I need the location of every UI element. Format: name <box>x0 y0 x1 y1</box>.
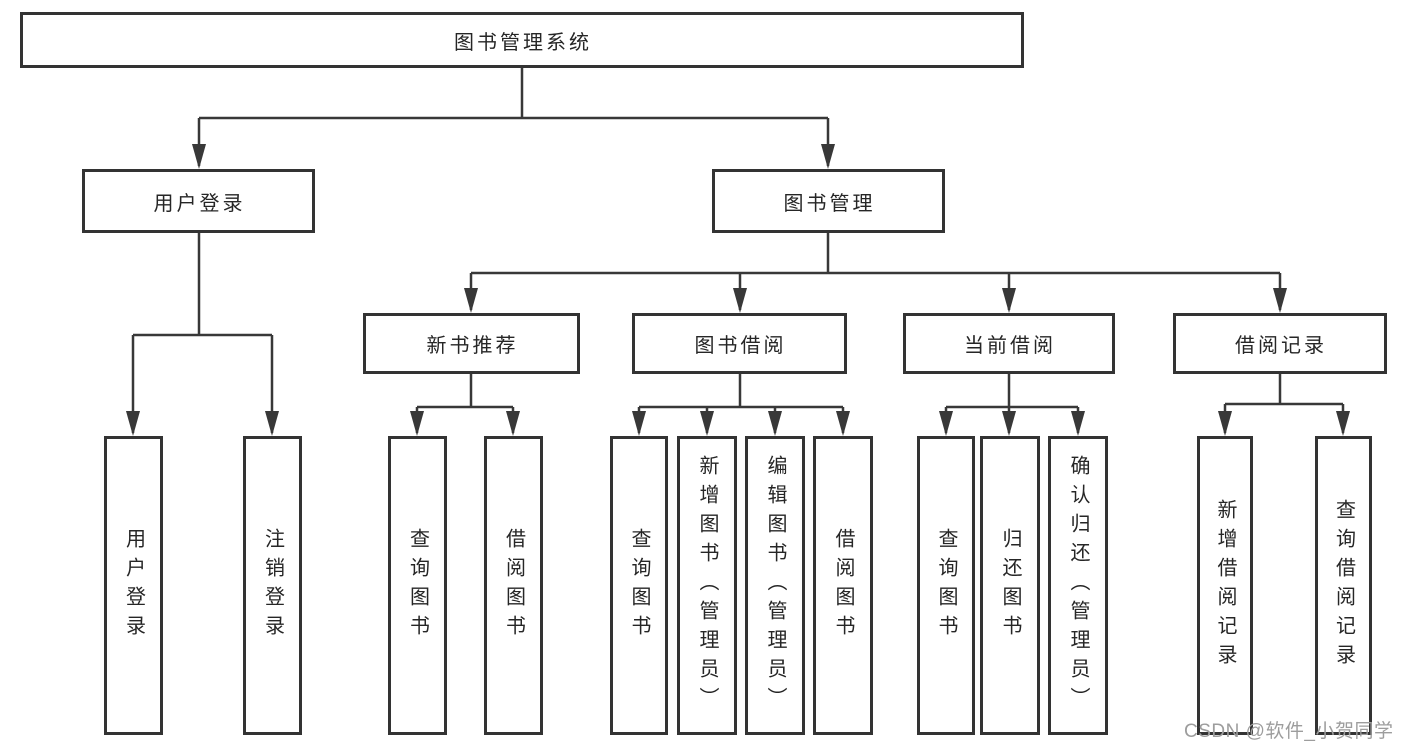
leaf-current-return-books: 归还图书 <box>980 436 1040 735</box>
node-label: 归还图书 <box>999 527 1021 644</box>
node-label: 图书管理 <box>783 192 876 215</box>
node-label: 查询图书 <box>406 527 429 644</box>
node-label: 新增图书（管理员） <box>696 455 718 716</box>
leaf-logout: 注销登录 <box>243 436 302 735</box>
node-label: 当前借阅 <box>964 335 1056 357</box>
leaf-current-confirm-return-admin: 确认归还（管理员） <box>1048 436 1108 735</box>
node-label: 注销登录 <box>261 527 284 644</box>
node-new-book-recommend: 新书推荐 <box>363 313 580 374</box>
node-label: 图书借阅 <box>694 335 787 357</box>
node-label: 借阅图书 <box>832 527 854 644</box>
leaf-current-query-books: 查询图书 <box>917 436 975 735</box>
node-label: 用户登录 <box>122 527 145 644</box>
leaf-borrowing-borrow-books: 借阅图书 <box>813 436 873 735</box>
node-user-login: 用户登录 <box>82 169 315 233</box>
leaf-records-add-record: 新增借阅记录 <box>1197 436 1253 735</box>
node-label: 查询借阅记录 <box>1332 498 1355 673</box>
node-label: 查询图书 <box>628 527 650 644</box>
leaf-user-login: 用户登录 <box>104 436 163 735</box>
node-label: 新增借阅记录 <box>1214 498 1236 673</box>
leaf-records-query-record: 查询借阅记录 <box>1315 436 1372 735</box>
node-label: 用户登录 <box>153 192 246 215</box>
node-label: 图书管理系统 <box>454 31 592 54</box>
node-book-borrowing: 图书借阅 <box>632 313 847 374</box>
node-label: 借阅记录 <box>1235 335 1327 357</box>
leaf-recommend-borrow-books: 借阅图书 <box>484 436 543 735</box>
node-book-management: 图书管理 <box>712 169 945 233</box>
node-label: 新书推荐 <box>426 335 519 357</box>
leaf-recommend-query-books: 查询图书 <box>388 436 447 735</box>
node-label: 编辑图书（管理员） <box>764 455 786 716</box>
node-current-borrowing: 当前借阅 <box>903 313 1115 374</box>
node-label: 借阅图书 <box>502 527 525 644</box>
leaf-borrowing-edit-books-admin: 编辑图书（管理员） <box>745 436 805 735</box>
node-label: 查询图书 <box>935 527 957 644</box>
node-label: 确认归还（管理员） <box>1067 455 1089 716</box>
leaf-borrowing-add-books-admin: 新增图书（管理员） <box>677 436 737 735</box>
node-borrow-records: 借阅记录 <box>1173 313 1387 374</box>
node-root: 图书管理系统 <box>20 12 1024 68</box>
watermark: CSDN @软件_小贺同学 <box>1184 721 1394 742</box>
leaf-borrowing-query-books: 查询图书 <box>610 436 668 735</box>
tree-edges <box>131 67 1345 433</box>
connector-arrowheads <box>126 144 1350 436</box>
